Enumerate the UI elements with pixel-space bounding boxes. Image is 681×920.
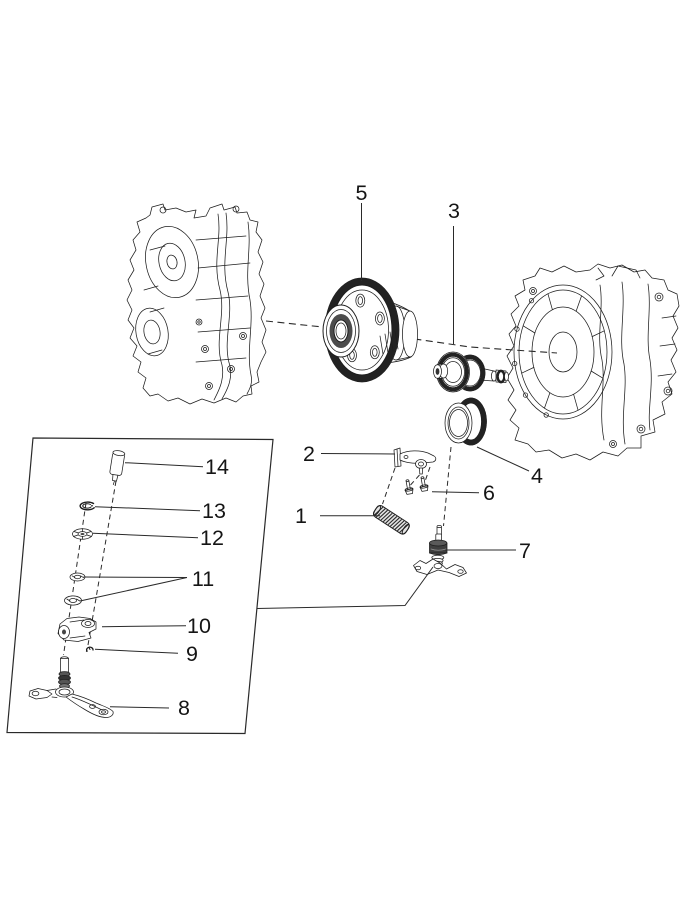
inset-detail-box	[6, 437, 274, 735]
callout-6-label: 6	[483, 481, 495, 505]
leader-8	[109, 706, 170, 709]
callout-14-label: 14	[205, 455, 229, 479]
leader-9	[94, 648, 179, 654]
dashed-line-lever-to-bolt-1	[410, 474, 420, 486]
inset-box-frame	[6, 437, 274, 735]
bolt-1	[404, 479, 414, 495]
leader-14	[124, 462, 204, 468]
part-4-driven-gear	[444, 396, 487, 447]
part-10-lever-bracket	[57, 616, 97, 642]
part-7-actuator-rod-assembly	[413, 525, 467, 577]
leader-inset-box-to-rod	[256, 566, 434, 609]
leader-13	[94, 506, 201, 512]
callout-2-label: 2	[303, 442, 315, 466]
callout-9-label: 9	[186, 642, 198, 666]
leader-lines	[79, 203, 530, 709]
left-transmission-case-drawing	[126, 203, 267, 405]
inset-dashed-line-right	[87, 480, 117, 646]
part-5-differential-gear-assembly	[322, 277, 418, 383]
part-3-gear-cluster	[433, 351, 509, 393]
leader-6	[431, 491, 480, 494]
part-13-retaining-clip	[79, 501, 95, 511]
callout-12-label: 12	[200, 526, 224, 550]
callout-8-label: 8	[178, 696, 190, 720]
leader-11-fork	[79, 576, 188, 602]
dashed-line-lever-to-bolt-2	[425, 466, 431, 481]
part-8-shift-shaft-assembly	[28, 656, 114, 718]
part-2-pawl-lever	[393, 447, 437, 475]
leader-10	[101, 625, 187, 628]
dashed-line-gear-to-rod	[443, 446, 452, 527]
leader-4	[476, 446, 530, 472]
callout-3-label: 3	[448, 199, 460, 223]
callout-4-label: 4	[531, 464, 543, 488]
leader-12	[92, 532, 199, 539]
part-14-detent-pin	[109, 450, 126, 486]
dashed-line-lever-to-spring	[382, 467, 396, 505]
callout-7-label: 7	[519, 539, 531, 563]
part-1-coil-spring	[372, 505, 410, 535]
callout-10-label: 10	[187, 614, 211, 638]
part-6-bolts	[404, 476, 429, 495]
part-9-snap-clip	[85, 646, 94, 652]
callout-11-label: 11	[192, 567, 214, 591]
part-12-lock-washer	[72, 528, 93, 540]
bolt-2	[419, 476, 429, 492]
callout-5-label: 5	[356, 181, 368, 205]
leader-2	[320, 453, 396, 455]
callout-13-label: 13	[202, 499, 226, 523]
right-transmission-case-drawing	[506, 263, 680, 461]
callout-labels: 1 2 3 4 5 6 7 8 9 10 11 12 13 14	[178, 181, 543, 720]
callout-1-label: 1	[295, 504, 307, 528]
